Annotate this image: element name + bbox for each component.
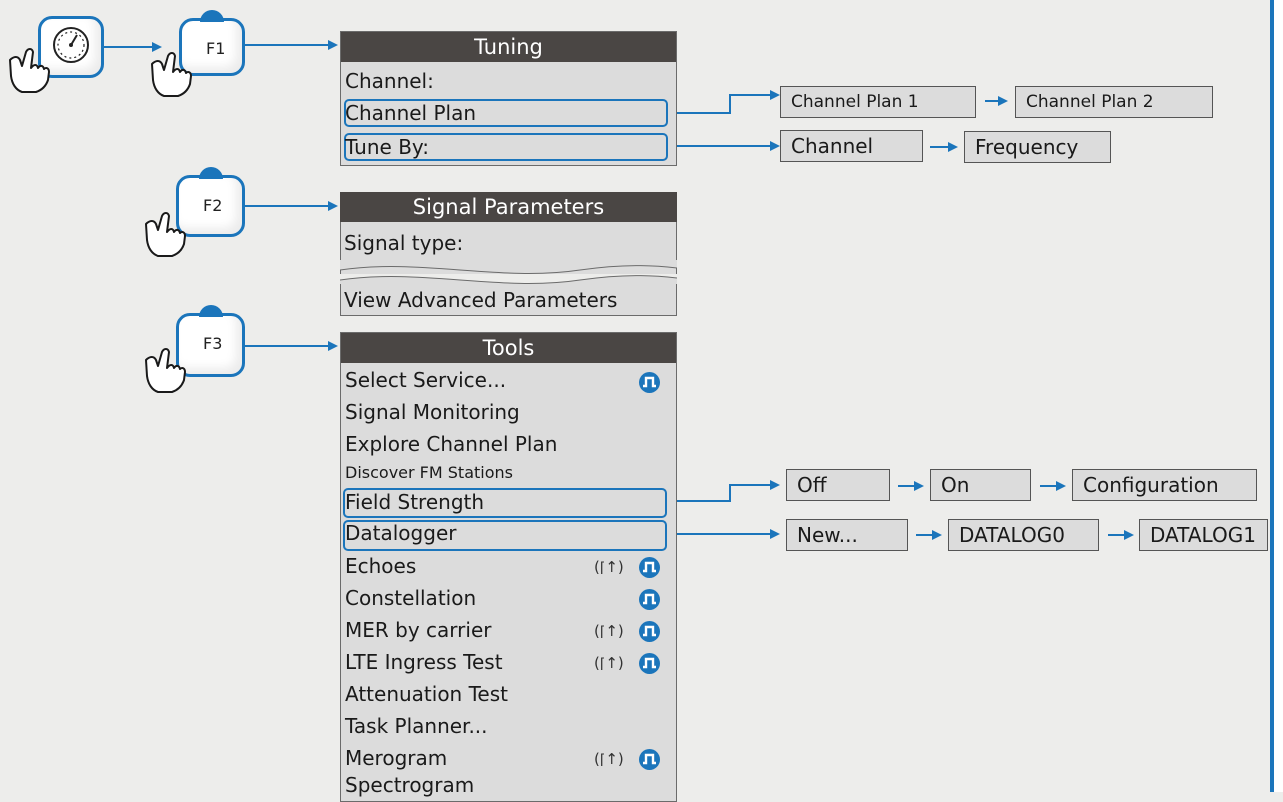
tools-menu: Tools Select Service... Signal Monitorin… [340, 332, 677, 802]
antenna-icon: (⌈↑) [594, 654, 624, 672]
option-configuration[interactable]: Configuration [1072, 469, 1257, 501]
hand-pointer-icon [9, 48, 50, 93]
right-edge-bar [1270, 0, 1283, 792]
menu-item-channel[interactable]: Channel: [345, 69, 434, 93]
menu-item-discover-fm-stations[interactable]: Discover FM Stations [345, 463, 513, 482]
menu-item-mer-by-carrier[interactable]: MER by carrier [345, 618, 492, 642]
gauge-icon [53, 27, 89, 63]
tuning-menu: Tuning Channel: Channel Plan Tune By: [340, 31, 677, 166]
signal-parameters-menu: Signal Parameters Signal type: View Adva… [340, 192, 677, 316]
signal-pulse-icon [639, 749, 660, 770]
channel-plan-highlight[interactable] [344, 99, 668, 127]
option-frequency[interactable]: Frequency [964, 131, 1111, 163]
f2-button[interactable]: F2 [176, 167, 245, 237]
option-off[interactable]: Off [786, 469, 890, 501]
f1-label: F1 [206, 39, 226, 58]
menu-item-datalogger[interactable]: Datalogger [345, 521, 457, 545]
menu-item-signal-monitoring[interactable]: Signal Monitoring [345, 400, 520, 424]
antenna-icon: (⌈↑) [594, 750, 624, 768]
hand-pointer-icon [151, 52, 192, 97]
menu-item-attenuation-test[interactable]: Attenuation Test [345, 682, 508, 706]
option-channel[interactable]: Channel [780, 130, 923, 162]
antenna-icon: (⌈↑) [594, 558, 624, 576]
option-channel-plan-1[interactable]: Channel Plan 1 [780, 86, 976, 118]
menu-item-spectrogram[interactable]: Spectrogram [345, 773, 475, 797]
option-on[interactable]: On [930, 469, 1031, 501]
option-new[interactable]: New... [786, 519, 908, 551]
signal-pulse-icon [639, 653, 660, 674]
signal-pulse-icon [639, 557, 660, 578]
hand-pointer-icon [145, 348, 186, 393]
tools-menu-title: Tools [341, 333, 676, 363]
signal-pulse-icon [639, 372, 660, 393]
option-datalog0[interactable]: DATALOG0 [948, 519, 1099, 551]
field-strength-highlight[interactable] [343, 488, 667, 518]
signal-pulse-icon [639, 621, 660, 642]
datalogger-highlight[interactable] [343, 520, 667, 551]
menu-item-tune-by[interactable]: Tune By: [345, 135, 430, 159]
signal-parameters-title: Signal Parameters [340, 192, 677, 222]
hand-pointer-icon [145, 212, 186, 257]
menu-item-lte-ingress-test[interactable]: LTE Ingress Test [345, 650, 503, 674]
option-channel-plan-2[interactable]: Channel Plan 2 [1015, 86, 1213, 118]
menu-item-constellation[interactable]: Constellation [345, 586, 477, 610]
menu-item-signal-type[interactable]: Signal type: [344, 231, 464, 255]
signal-pulse-icon [639, 589, 660, 610]
option-datalog1[interactable]: DATALOG1 [1139, 519, 1268, 551]
f3-button[interactable]: F3 [176, 305, 245, 377]
menu-item-channel-plan[interactable]: Channel Plan [345, 101, 477, 125]
f1-button[interactable]: F1 [179, 10, 245, 76]
menu-item-task-planner[interactable]: Task Planner... [345, 714, 488, 738]
tuning-menu-title: Tuning [341, 32, 676, 62]
menu-item-echoes[interactable]: Echoes [345, 554, 417, 578]
menu-item-merogram[interactable]: Merogram [345, 746, 448, 770]
gauge-button[interactable] [38, 16, 104, 78]
menu-item-explore-channel-plan[interactable]: Explore Channel Plan [345, 432, 558, 456]
menu-item-view-advanced-parameters[interactable]: View Advanced Parameters [344, 288, 618, 312]
f3-label: F3 [203, 334, 223, 353]
tune-by-highlight[interactable] [344, 133, 668, 161]
menu-item-select-service[interactable]: Select Service... [345, 368, 507, 392]
antenna-icon: (⌈↑) [594, 622, 624, 640]
f2-label: F2 [203, 196, 223, 215]
menu-item-field-strength[interactable]: Field Strength [345, 490, 485, 514]
